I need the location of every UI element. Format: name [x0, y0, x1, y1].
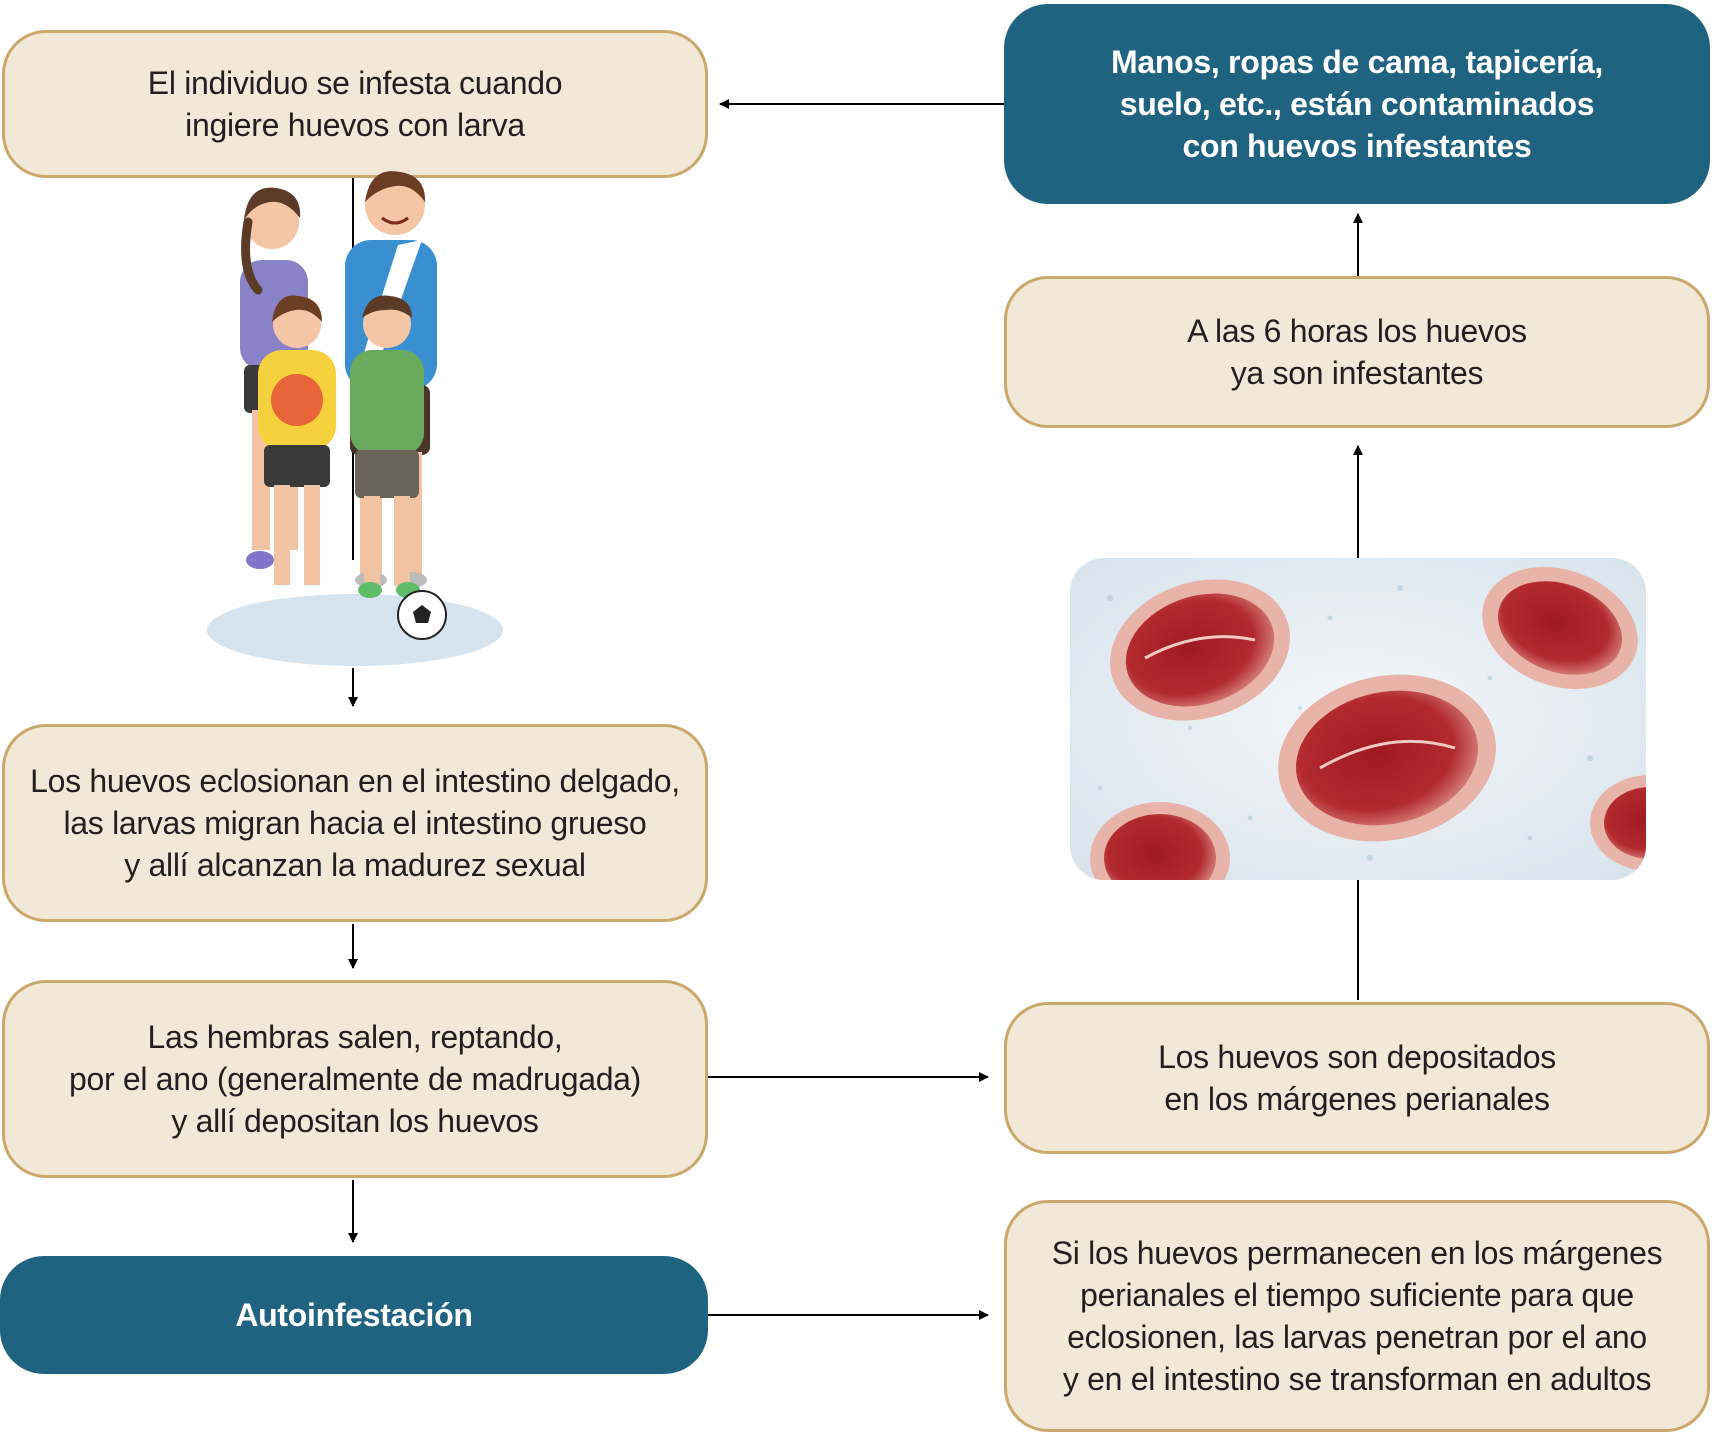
boy-figure [350, 295, 424, 598]
soccer-ball [397, 590, 447, 640]
box-retroinfection: Si los huevos permanecen en los márgenes… [1004, 1200, 1710, 1432]
box-contaminated: Manos, ropas de cama, tapicería, suelo, … [1004, 4, 1710, 204]
eggs-micrograph [1070, 558, 1646, 880]
girl-figure [258, 295, 336, 585]
box-females: Las hembras salen, reptando, por el ano … [2, 980, 708, 1178]
box-ingest: El individuo se infesta cuando ingiere h… [2, 30, 708, 178]
egg-1 [1110, 579, 1290, 721]
egg-4 [1090, 802, 1230, 880]
box-hatch: Los huevos eclosionan en el intestino de… [2, 724, 708, 922]
egg-3 [1482, 567, 1638, 689]
family-illustration [207, 171, 503, 666]
box-autoinfestation: Autoinfestación [0, 1256, 708, 1374]
egg-2 [1278, 674, 1496, 842]
egg-5 [1590, 775, 1646, 871]
box-infective: A las 6 horas los huevos ya son infestan… [1004, 276, 1710, 428]
box-deposited: Los huevos son depositados en los márgen… [1004, 1002, 1710, 1154]
